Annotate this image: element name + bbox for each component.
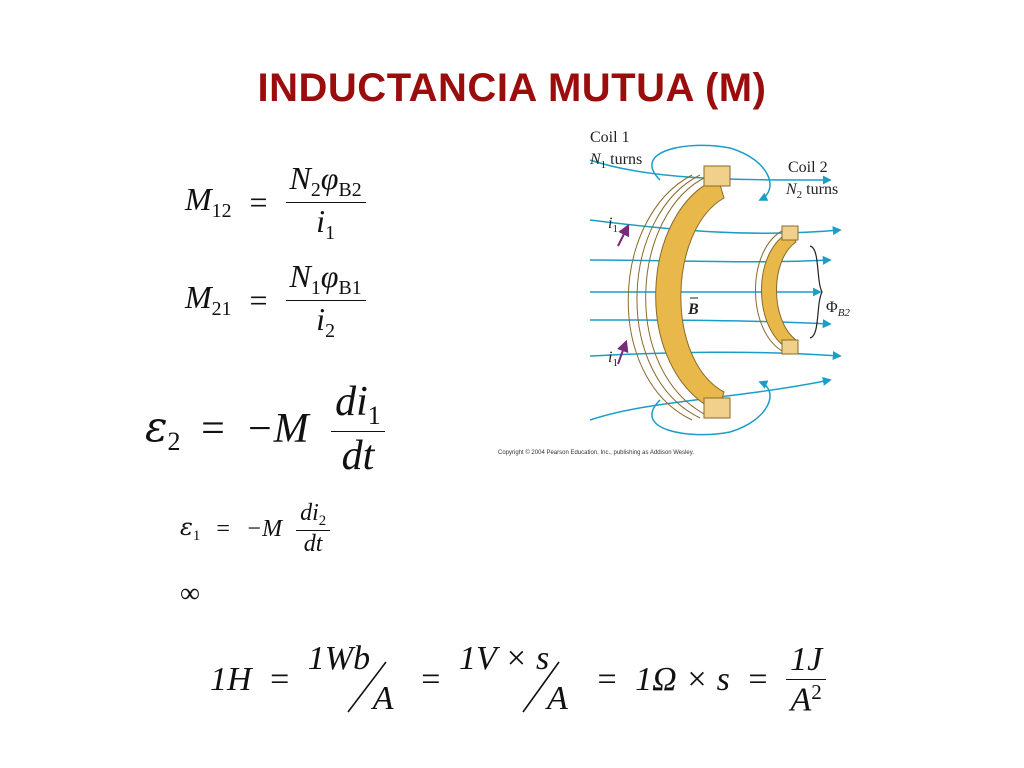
- formula-m21: M21 = N1φB1 i2: [185, 258, 366, 343]
- formula-emf2: ε2 = −M di1 dt: [145, 378, 385, 480]
- copyright-note: Copyright © 2004 Pearson Education, Inc.…: [498, 450, 694, 456]
- current-arrow-top: [617, 223, 630, 247]
- coil-2: [755, 225, 799, 355]
- current-label-top: i1: [608, 215, 618, 235]
- coil1-label: Coil 1: [590, 129, 630, 146]
- flux-label: ΦB2: [826, 299, 850, 319]
- flux-brace: [809, 245, 823, 339]
- coil2-label: Coil 2: [788, 159, 828, 176]
- infinity-symbol: ∞: [180, 578, 200, 609]
- vs-per-a: 1V × s A: [458, 640, 568, 717]
- current-label-bottom: i1: [608, 349, 618, 369]
- wb-per-a: 1Wb A: [307, 640, 394, 717]
- current-arrow-bottom: [617, 339, 629, 365]
- b-field-label: B: [687, 301, 699, 318]
- formula-emf1: ε1 = −M di2 dt: [180, 500, 331, 558]
- formula-units: 1H = 1Wb A = 1V × s A = 1Ω × s = 1J A2: [210, 640, 827, 730]
- formula-m12: M12 = N2φB2 i1: [185, 160, 366, 245]
- coil-1: [627, 165, 731, 421]
- page-title: INDUCTANCIA MUTUA (M): [257, 66, 767, 110]
